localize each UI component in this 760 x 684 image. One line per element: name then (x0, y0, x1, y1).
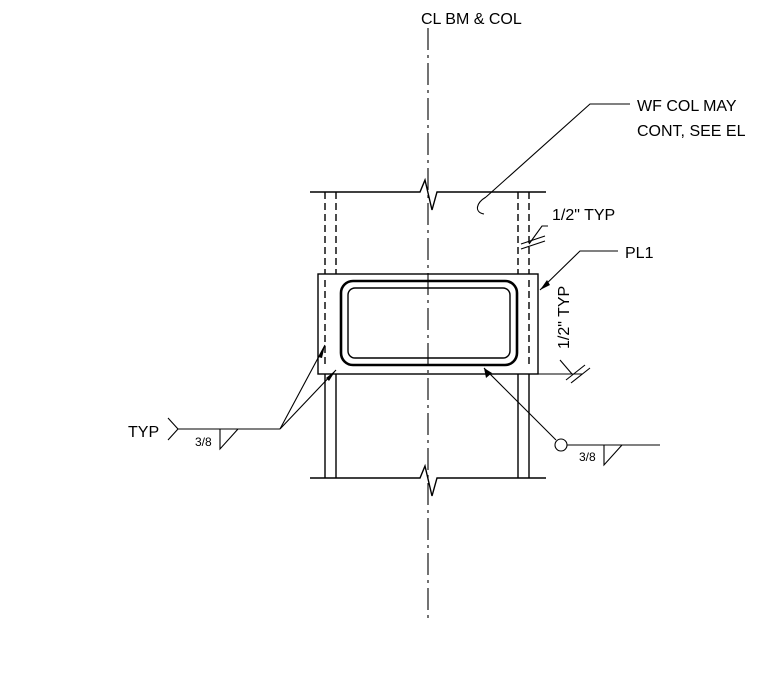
weld-side-tick-1 (565, 364, 586, 381)
plate-label: PL1 (625, 245, 654, 262)
hss-beam-outer (339, 279, 519, 367)
left-weld-arrow-2 (279, 369, 337, 430)
left-weld-arrowhead-2 (326, 370, 336, 381)
plate-pl1 (317, 273, 539, 375)
left-fillet-symbol (219, 428, 239, 451)
pl1-leader (539, 250, 618, 291)
top-break-line (310, 177, 546, 211)
wf-note-leader-hook (476, 196, 487, 215)
right-fillet-symbol (603, 444, 623, 467)
weld-side-label: 1/2" TYP (556, 286, 573, 349)
weld-top-label: 1/2" TYP (552, 207, 615, 224)
fillet-size-right: 3/8 (579, 450, 596, 464)
wf-note-line2: CONT, SEE EL (637, 123, 746, 140)
wf-note-leader (485, 103, 630, 198)
pl1-arrowhead (540, 280, 550, 290)
left-weld-arrowhead-1 (318, 345, 325, 358)
weld-top-tick-2 (520, 240, 546, 250)
weld-all-around-circle (554, 438, 568, 452)
right-weld-arrowhead (484, 368, 492, 378)
centerline-label: CL BM & COL (421, 11, 522, 28)
wf-note-line1: WF COL MAY (637, 98, 737, 115)
fillet-size-left: 3/8 (195, 435, 212, 449)
weld-side-tick-2 (570, 367, 591, 384)
weld-top-tick-1 (520, 235, 546, 245)
typ-tail (167, 417, 179, 441)
weld-top-leader (528, 225, 548, 245)
right-weld-arrow (483, 367, 557, 441)
hss-beam-inner (347, 287, 511, 359)
bottom-break-line (310, 463, 546, 497)
typ-label: TYP (128, 424, 159, 441)
left-weld-arrow-1 (279, 344, 326, 430)
weld-side-leader (559, 359, 573, 375)
